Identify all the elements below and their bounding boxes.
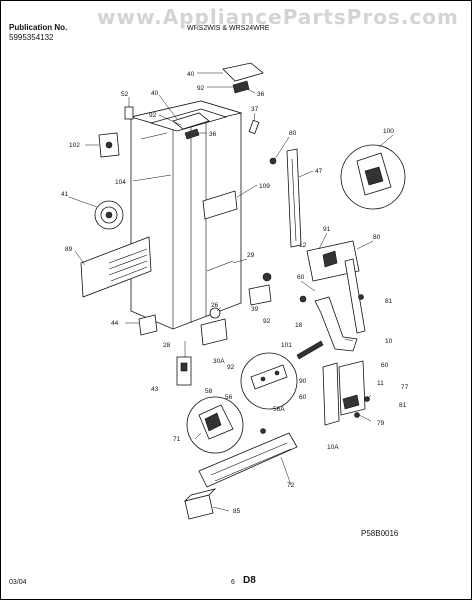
clip-part — [248, 119, 260, 135]
callout-77: 77 — [401, 384, 409, 391]
callout-52: 52 — [121, 91, 129, 98]
callout-91: 91 — [323, 226, 331, 233]
screw-80-top — [269, 157, 277, 165]
callout-39: 39 — [251, 306, 259, 313]
leader-lines — [74, 72, 394, 512]
callout-71: 71 — [173, 436, 181, 443]
callout-11: 11 — [377, 380, 384, 387]
callout-90: 90 — [299, 378, 307, 385]
lower-duct — [322, 360, 366, 426]
detail-circle-71 — [186, 396, 244, 454]
callout-47: 47 — [315, 168, 323, 175]
bar-101 — [296, 340, 324, 360]
footer-page-number: 6 — [231, 579, 235, 586]
publication-number: 5995354132 — [9, 33, 54, 42]
diagram-code: P58B0016 — [361, 529, 399, 538]
callout-30a: 30A — [213, 358, 225, 365]
callout-43: 43 — [151, 386, 159, 393]
footer-section: D8 — [243, 575, 256, 586]
screw-18 — [299, 295, 307, 303]
callout-36-top: 36 — [257, 91, 265, 98]
detail-circle-100 — [340, 144, 406, 210]
kickplate-72 — [198, 432, 298, 488]
grille-89 — [80, 236, 152, 298]
callout-89: 89 — [65, 246, 73, 253]
callout-40-top: 40 — [187, 71, 195, 78]
rail-47 — [286, 148, 302, 248]
callout-60-upper: 60 — [297, 274, 305, 281]
bracket-102 — [98, 132, 120, 158]
callout-26: 26 — [211, 302, 219, 309]
duct-10 — [314, 258, 366, 352]
callout-labels: 40 92 36 52 40 92 36 37 102 80 100 104 1… — [61, 71, 409, 515]
callout-104: 104 — [115, 179, 126, 186]
block-44 — [138, 314, 158, 336]
top-cover-inner — [172, 112, 210, 140]
callout-58: 58 — [205, 388, 213, 395]
callout-101: 101 — [281, 342, 292, 349]
evaporator-cover — [306, 240, 360, 282]
detail-circle-56 — [240, 352, 298, 410]
callout-92-inner: 92 — [149, 112, 157, 119]
screw-small — [260, 428, 266, 434]
callout-92-top: 92 — [197, 85, 205, 92]
callout-92-mid: 92 — [263, 318, 271, 325]
callout-10a: 10A — [327, 444, 339, 451]
callout-81-upper: 81 — [385, 298, 393, 305]
footer-date: 03/04 — [9, 579, 27, 586]
callout-12: 12 — [299, 242, 307, 249]
callout-100: 100 — [383, 128, 394, 135]
callout-10: 10 — [385, 338, 393, 345]
callout-29: 29 — [247, 252, 255, 259]
callout-80-right: 80 — [373, 234, 381, 241]
callout-109: 109 — [259, 183, 270, 190]
watermark: www.AppliancePartsPros.com — [97, 5, 459, 29]
callout-60-mid: 60 — [381, 362, 389, 369]
callout-60-lower: 60 — [299, 394, 307, 401]
control-43 — [176, 341, 192, 386]
callout-92-lower: 92 — [227, 364, 235, 371]
model-number: WRS2WIS & WRS24WRE — [187, 25, 270, 32]
callout-41: 41 — [61, 191, 69, 198]
callout-56: 56 — [225, 394, 233, 401]
callout-85: 85 — [233, 508, 241, 515]
part-85 — [183, 488, 217, 520]
callout-18: 18 — [295, 322, 303, 329]
callout-81-lower: 81 — [399, 402, 407, 409]
screw-79 — [354, 412, 360, 418]
callout-44: 44 — [111, 320, 119, 327]
callout-36-inner: 36 — [209, 131, 217, 138]
hinge-bracket — [124, 106, 134, 120]
callout-37: 37 — [251, 106, 259, 113]
callout-40-inner: 40 — [151, 90, 159, 97]
publication-label: Publication No. — [9, 23, 68, 32]
callout-28: 28 — [163, 342, 171, 349]
callout-56a: 56A — [273, 406, 285, 413]
callout-102: 102 — [69, 142, 80, 149]
fan-roll-41 — [68, 196, 124, 230]
handle-109 — [202, 190, 238, 220]
top-cover-assembly — [222, 62, 264, 94]
callout-72: 72 — [287, 482, 295, 489]
bracket-39 — [248, 272, 272, 306]
callout-79: 79 — [377, 420, 385, 427]
callout-80-top: 80 — [289, 130, 297, 137]
